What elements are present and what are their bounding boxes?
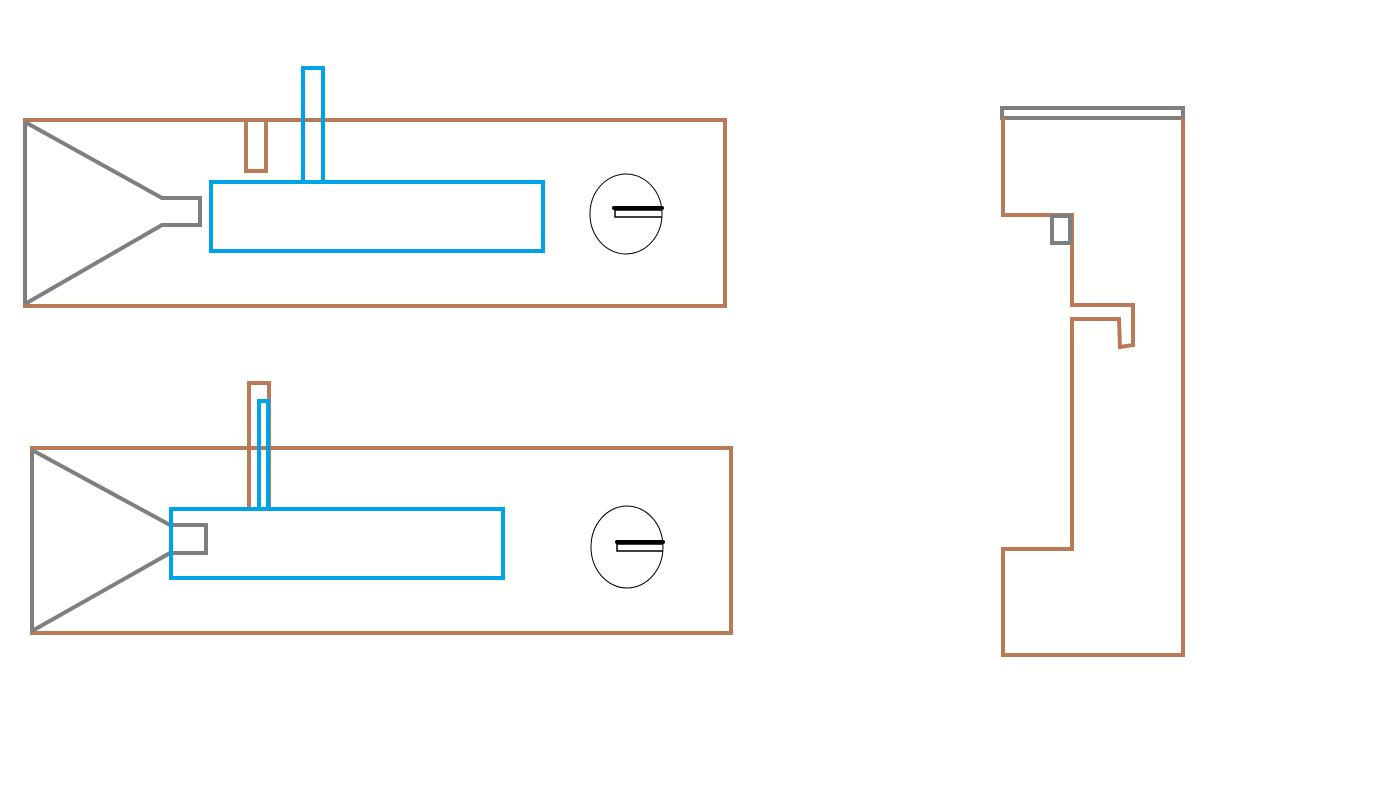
housing-outline [23,118,727,308]
lock-symbol [589,173,664,255]
slider-handle [301,66,325,184]
funnel [31,448,208,633]
top-view-upper [23,66,727,308]
side-housing-outline [1001,118,1185,657]
slider-body [169,507,505,580]
lock-slot [616,543,663,552]
funnel [24,120,202,306]
slider-body [209,180,545,253]
lock-circle [590,505,664,589]
side-funnel-nub [1050,214,1072,245]
lock-slot [614,209,662,218]
top-cover-plate [1000,106,1185,120]
lock-symbol [590,505,665,589]
lock-circle [589,173,663,255]
top-view-lower [30,381,733,635]
slider-handle [257,399,270,511]
housing-post [244,118,268,173]
side-view [1000,106,1185,657]
